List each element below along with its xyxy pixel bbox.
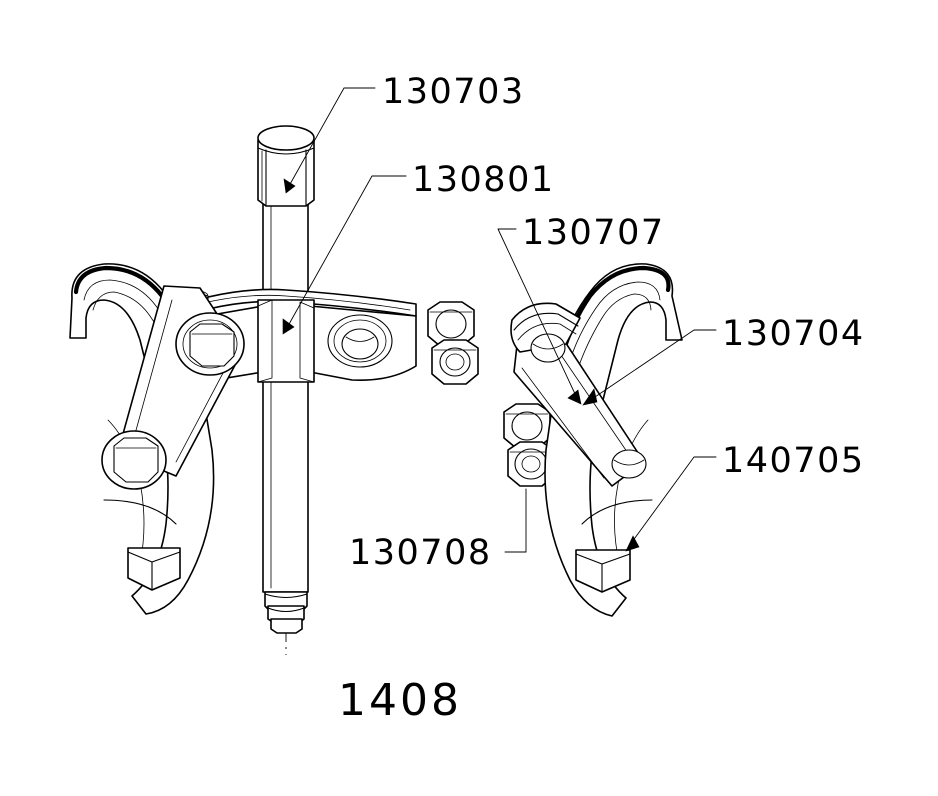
assembly-number-title: 1408 [338,675,462,726]
right-lower-pivot-hole-inner [613,459,645,466]
callout-label-130703: 130703 [382,72,525,112]
right-arm-link [513,321,645,487]
yoke-right-hole-inner [345,336,375,342]
left-arm-link-ridge [129,299,173,453]
right-jaw-mid-ridge [581,499,653,525]
callout-label-140705: 140705 [722,441,865,481]
right-upper-pivot-hole-inner [532,343,564,350]
arrowhead-130703 [283,178,296,194]
shaft-tip-ring1 [264,593,308,599]
left-jaw-mid-ridge [103,499,177,525]
leader-130703 [288,87,376,187]
right-leg-assembly [510,263,683,617]
yoke-center-facet-left [257,299,273,383]
right-upper-lug [510,302,581,353]
right-lower-pivot-hole [611,449,647,479]
leader-130708 [504,488,527,553]
right-upper-lug-ring1 [513,312,579,331]
shaft-tip-step3 [270,618,303,634]
right-upper-pivot-hole [530,333,566,363]
right-arm-link-ridge2 [521,367,605,479]
upper-nut-hole [435,309,467,339]
right-jaw-body [544,263,683,617]
right-jaw-hook-inner1 [567,281,661,367]
callout-labels-group: 130703 130801 130707 130704 140705 13070… [349,72,865,573]
shaft-tip-ring2 [267,607,305,613]
arrowhead-140705 [625,535,640,552]
lower-bolt-shank-end [514,448,548,480]
left-pivot-bolt-head [189,323,235,367]
leader-140705 [631,456,717,543]
right-jaw-inner-face [614,419,649,567]
lower-bolt-shank-inner [521,455,541,473]
yoke-center-block [257,299,315,383]
callout-label-130704: 130704 [722,314,865,354]
leader-130801 [287,175,407,327]
arrowhead-130707 [567,389,582,405]
callout-label-130707: 130707 [522,213,665,253]
callout-label-130708: 130708 [349,533,492,573]
left-jaw-foot [127,547,181,591]
bolt-and-nut-lower [503,403,555,487]
hex-head-top-ellipse [257,125,315,151]
arrowhead-130801 [282,318,295,335]
upper-bolt-shank-end [439,347,471,377]
callout-label-130801: 130801 [412,160,555,200]
leader-130704 [591,329,717,400]
right-jaw-hook-inner2 [575,293,652,375]
upper-bolt-shank-inner [445,353,465,371]
leader-130707 [497,228,577,397]
bolt-and-nut-upper [427,301,479,385]
leader-lines-group [282,87,717,553]
right-jaw-foot [575,549,631,593]
yoke-right-hole [341,328,379,360]
yoke-right-boss-outer [327,314,393,368]
yoke-right-boss-mid [333,319,387,363]
left-leg-assembly [69,263,245,615]
left-lower-bolt-hex [113,437,159,483]
yoke-center-facet-right [299,301,315,383]
right-upper-lug-ring2 [517,322,577,341]
lower-nut-hole [511,411,543,441]
arrowhead-130704 [582,388,598,406]
left-pivot-boss-ring [182,319,238,369]
